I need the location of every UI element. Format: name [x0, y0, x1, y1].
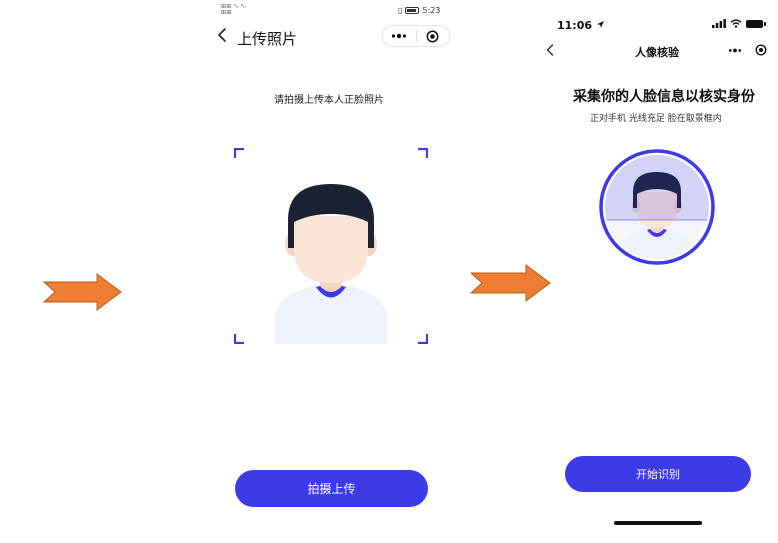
- frame-corner-top-left: [234, 148, 244, 158]
- more-dots-icon: [392, 33, 407, 39]
- target-icon: [755, 44, 767, 56]
- more-button[interactable]: [383, 26, 416, 46]
- status-time: 11:06: [557, 19, 605, 32]
- frame-corner-top-right: [418, 148, 428, 158]
- close-button[interactable]: [417, 26, 450, 46]
- capture-upload-button[interactable]: 拍摄上传: [235, 470, 428, 507]
- chevron-left-icon[interactable]: [545, 43, 555, 57]
- status-bar-signal: ⊞⊞ ᵃᵢₗ ᵃᵢₗ ⊞⊞: [221, 4, 246, 16]
- status-bar-right: [712, 19, 766, 28]
- mini-program-capsule: [382, 25, 450, 47]
- battery-icon: [405, 7, 420, 14]
- verify-heading: 采集你的人脸信息以核实身份: [573, 89, 755, 105]
- right-arrow-icon: [43, 273, 122, 311]
- scan-overlay: [605, 155, 709, 220]
- frame-corner-bottom-right: [418, 334, 428, 344]
- face-placeholder-icon: [275, 184, 387, 344]
- face-capture-frame[interactable]: [234, 148, 428, 344]
- instruction-text: 请拍摄上传本人正脸照片: [274, 95, 384, 106]
- wifi-icon: [730, 19, 742, 28]
- page-title: 上传照片: [237, 30, 298, 48]
- more-button[interactable]: [722, 39, 748, 61]
- target-icon: [426, 30, 439, 42]
- capsule-divider: [415, 30, 417, 42]
- signal-indicators: ⊞⊞ ᵃᵢₗ ᵃᵢₗ: [221, 3, 246, 10]
- face-placeholder-icon: [605, 155, 709, 259]
- location-arrow-icon: [596, 21, 604, 28]
- close-button[interactable]: [748, 39, 774, 61]
- face-scan-circle[interactable]: [598, 148, 716, 266]
- signal-icon: [712, 19, 726, 28]
- vibrate-icon: ▯: [398, 6, 403, 15]
- page-title: 人像核验: [635, 46, 679, 59]
- status-bar-right: ▯ 5:23: [398, 6, 440, 15]
- right-arrow-icon: [470, 264, 551, 302]
- verify-subheading: 正对手机 光线充足 脸在取景框内: [590, 114, 722, 124]
- frame-corner-bottom-left: [234, 334, 244, 344]
- mini-program-capsule: [722, 39, 774, 61]
- more-dots-icon: [728, 48, 742, 52]
- status-time: 5:23: [422, 6, 441, 15]
- home-indicator[interactable]: [614, 521, 702, 525]
- start-recognition-button[interactable]: 开始识别: [565, 456, 751, 492]
- chevron-left-icon[interactable]: [216, 27, 228, 43]
- hd-indicator: ⊞⊞: [221, 9, 232, 16]
- status-time-text: 11:06: [557, 19, 593, 32]
- battery-icon: [746, 19, 766, 28]
